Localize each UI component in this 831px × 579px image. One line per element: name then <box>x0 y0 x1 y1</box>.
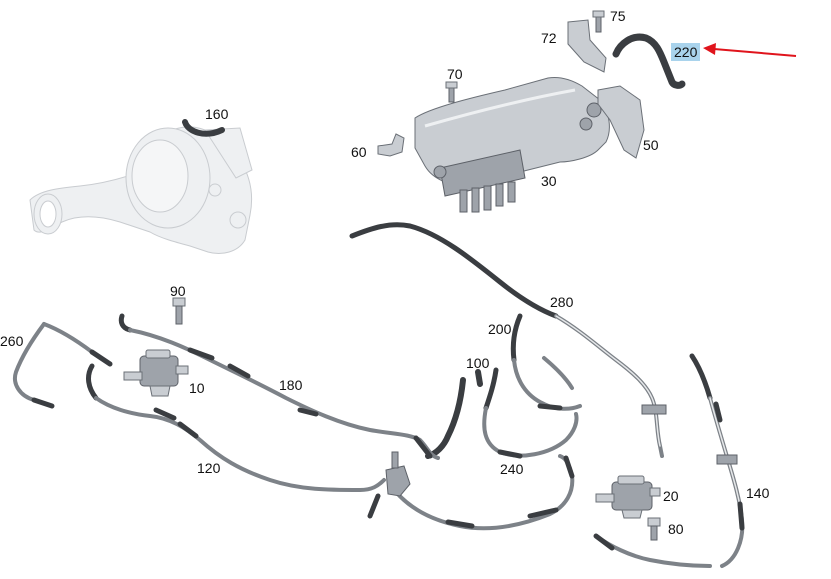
bolt-70 <box>445 81 458 103</box>
label-part-200[interactable]: 200 <box>488 321 512 337</box>
pipe-240 <box>482 367 579 459</box>
pipe-280 <box>349 222 667 458</box>
bolt-75 <box>592 10 605 33</box>
bracket-50 <box>597 85 645 159</box>
valve-20 <box>595 475 661 519</box>
label-part-180[interactable]: 180 <box>279 377 303 393</box>
label-part-220[interactable]: 220 <box>671 43 701 61</box>
label-part-20[interactable]: 20 <box>663 488 679 504</box>
label-part-30[interactable]: 30 <box>541 173 557 189</box>
pipe-200 <box>510 313 582 411</box>
bracket-72 <box>567 19 607 73</box>
label-part-70[interactable]: 70 <box>447 66 463 82</box>
pipe-180 <box>118 313 440 460</box>
label-part-140[interactable]: 140 <box>746 485 770 501</box>
label-part-280[interactable]: 280 <box>550 294 574 310</box>
bolt-90 <box>172 297 186 325</box>
pipe-120 <box>86 363 575 531</box>
pipe-260 <box>13 322 113 409</box>
label-part-80[interactable]: 80 <box>668 521 684 537</box>
hose-220 <box>612 33 686 89</box>
reservoir-30 <box>414 77 610 213</box>
label-part-50[interactable]: 50 <box>643 137 659 153</box>
label-part-90[interactable]: 90 <box>170 283 186 299</box>
t-connector <box>385 451 411 497</box>
label-part-120[interactable]: 120 <box>197 460 221 476</box>
valve-10 <box>123 349 189 397</box>
water-pump-ghost <box>29 126 253 254</box>
hose-100 <box>425 369 483 459</box>
label-part-160[interactable]: 160 <box>205 106 229 122</box>
hose-160 <box>182 119 225 137</box>
label-part-100[interactable]: 100 <box>466 355 490 371</box>
label-part-260[interactable]: 260 <box>0 333 24 349</box>
clip-60 <box>377 133 405 157</box>
label-part-10[interactable]: 10 <box>189 380 205 396</box>
label-part-72[interactable]: 72 <box>541 30 557 46</box>
bolt-80 <box>647 517 661 541</box>
label-part-240[interactable]: 240 <box>500 461 524 477</box>
label-part-75[interactable]: 75 <box>610 8 626 24</box>
pipe-140 <box>593 353 745 568</box>
label-part-60[interactable]: 60 <box>351 144 367 160</box>
pointer-arrow <box>703 43 797 57</box>
